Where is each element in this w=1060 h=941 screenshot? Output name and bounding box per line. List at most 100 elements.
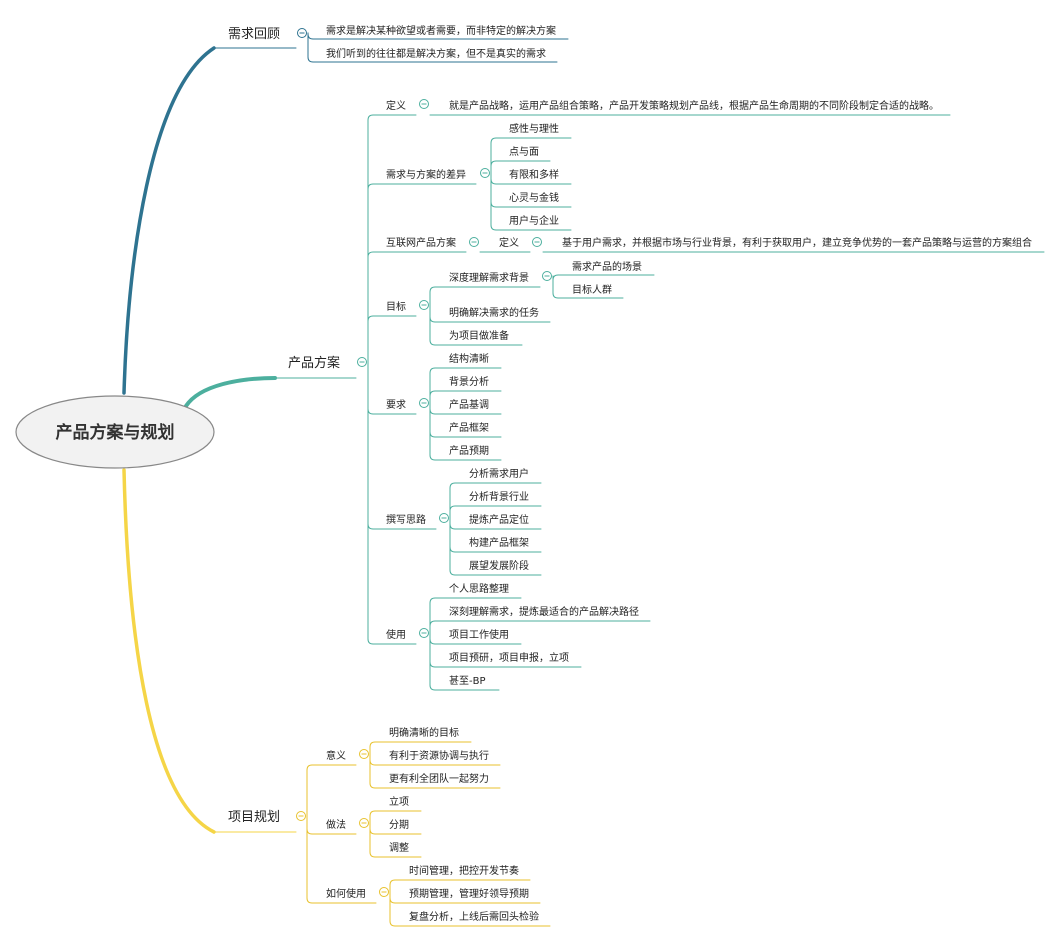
child-connector [449, 482, 542, 519]
goal-item: 明确解决需求的任务 [449, 306, 539, 319]
solution-definition-label: 定义 [386, 99, 406, 112]
plan-howto-label: 如何使用 [326, 887, 366, 900]
solution-writing-label: 撰写思路 [386, 513, 426, 526]
internet-def-text: 基于用户需求，并根据市场与行业背景，有利于获取用户，建立竞争优势的一套产品策略与… [562, 236, 1032, 249]
branch-plan-label: 项目规划 [228, 810, 280, 825]
child-connector [367, 361, 417, 645]
meaning-item: 更有利全团队一起努力 [389, 772, 489, 785]
howto-item: 预期管理，管理好领导预期 [409, 887, 529, 900]
method-item: 分期 [389, 819, 409, 831]
root-title: 产品方案与规划 [56, 422, 175, 443]
root-node[interactable]: 产品方案与规划 [15, 395, 215, 469]
child-connector [367, 114, 417, 363]
child-connector [429, 620, 651, 634]
demand-item: 我们听到的往往都是解决方案，但不是真实的需求 [326, 47, 546, 60]
connector-lines [122, 32, 1045, 927]
child-connector [367, 183, 477, 363]
goal-deep-item: 目标人群 [572, 283, 612, 296]
child-connector [449, 517, 542, 576]
goal-deep-item: 需求产品的场景 [572, 260, 642, 273]
requirement-item: 产品基调 [449, 398, 489, 411]
demand-item: 需求是解决某种欲望或者需要，而非特定的解决方案 [326, 24, 556, 37]
usage-item: 项目工作使用 [449, 628, 509, 641]
child-connector [367, 251, 467, 363]
branch-solution[interactable]: 产品方案 [288, 355, 367, 371]
solution-internet-label: 互联网产品方案 [386, 236, 456, 249]
howto-item: 复盘分析，上线后需回头检验 [409, 910, 539, 923]
solution-difference-label: 需求与方案的差异 [386, 168, 466, 181]
requirement-item: 产品预期 [449, 444, 489, 457]
collapse-icon[interactable] [357, 357, 367, 367]
child-connector [429, 597, 522, 634]
main-branch-solution [184, 376, 277, 408]
child-connector [369, 810, 422, 824]
child-connector [490, 172, 572, 231]
plan-method-label: 做法 [326, 818, 346, 831]
meaning-item: 明确清晰的目标 [389, 726, 459, 739]
usage-item: 甚至-BP [449, 675, 486, 687]
collapse-icon[interactable] [359, 818, 369, 828]
child-connector [367, 315, 417, 363]
meaning-item: 有利于资源协调与执行 [389, 749, 489, 762]
child-connector [429, 304, 523, 346]
difference-item: 感性与理性 [509, 122, 559, 135]
method-item: 立项 [389, 795, 409, 808]
child-connector [490, 160, 551, 174]
branch-solution-label: 产品方案 [288, 355, 340, 371]
root-bubble [15, 395, 215, 469]
usage-item: 深刻理解需求，提炼最适合的产品解决路径 [449, 605, 639, 618]
collapse-icon[interactable] [480, 168, 490, 178]
goal-item: 为项目做准备 [449, 329, 509, 342]
child-connector [552, 274, 655, 281]
writing-item: 构建产品框架 [469, 536, 529, 549]
child-connector [429, 390, 502, 404]
difference-item: 心灵与金钱 [509, 191, 559, 204]
collapse-icon[interactable] [439, 513, 449, 523]
child-connector [389, 891, 551, 927]
collapse-icon[interactable] [359, 749, 369, 759]
collapse-icon[interactable] [532, 237, 542, 247]
child-connector [367, 361, 437, 530]
collapse-icon[interactable] [419, 99, 429, 109]
difference-item: 用户与企业 [509, 214, 559, 227]
howto-item: 时间管理，把控开发节奏 [409, 864, 519, 877]
child-connector [429, 402, 502, 461]
child-connector [369, 753, 501, 789]
internet-def-label: 定义 [499, 236, 519, 249]
collapse-icon[interactable] [469, 237, 479, 247]
child-connector [429, 367, 502, 404]
main-branch-plan [122, 468, 216, 834]
child-connector [552, 275, 624, 299]
collapse-icon[interactable] [419, 300, 429, 310]
child-connector [389, 879, 531, 893]
goal-deep-label: 深度理解需求背景 [449, 271, 529, 284]
main-branch-demand [122, 46, 216, 395]
branch-plan[interactable]: 项目规划 [228, 810, 306, 825]
child-connector [307, 32, 558, 63]
requirement-item: 结构清晰 [449, 352, 489, 365]
difference-item: 点与面 [509, 146, 539, 158]
solution-goal-label: 目标 [386, 301, 406, 313]
collapse-icon[interactable] [419, 628, 429, 638]
child-connector [369, 741, 472, 755]
difference-item: 有限和多样 [509, 168, 559, 181]
writing-item: 提炼产品定位 [469, 513, 529, 526]
child-connector [369, 822, 422, 858]
method-item: 调整 [389, 841, 409, 854]
collapse-icon[interactable] [542, 271, 552, 281]
writing-item: 分析背景行业 [469, 490, 529, 503]
child-connector [306, 815, 377, 904]
branch-demand-label: 需求回顾 [228, 27, 280, 42]
collapse-icon[interactable] [419, 398, 429, 408]
solution-usage-label: 使用 [386, 628, 406, 641]
collapse-icon[interactable] [379, 887, 389, 897]
branch-demand[interactable]: 需求回顾 [228, 27, 307, 42]
usage-item: 个人思路整理 [449, 582, 509, 595]
child-connector [429, 286, 541, 306]
child-connector [306, 764, 357, 817]
requirement-item: 背景分析 [449, 375, 489, 388]
usage-item: 项目预研，项目申报，立项 [449, 651, 569, 664]
collapse-icon[interactable] [296, 811, 306, 821]
collapse-icon[interactable] [297, 28, 307, 38]
